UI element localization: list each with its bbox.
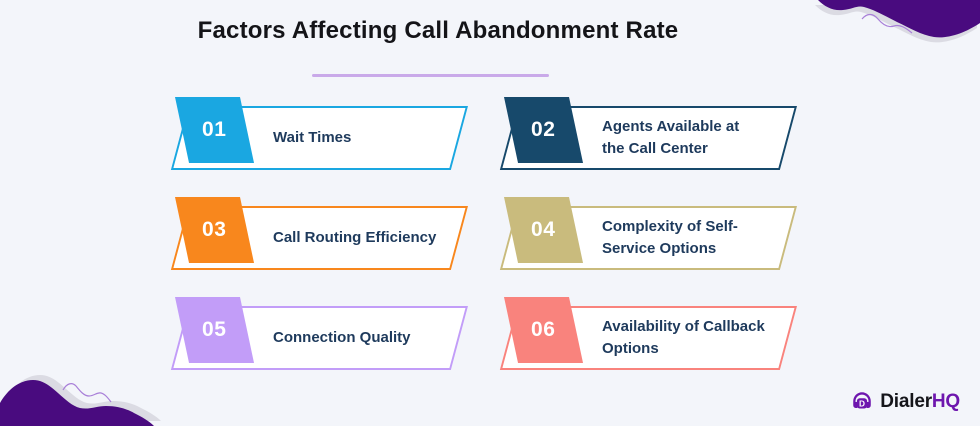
logo-text-hq: HQ [931,391,960,412]
factor-label: Connection Quality [273,329,411,347]
factor-number: 01 [202,118,227,141]
logo-wordmark: DialerHQ [880,391,960,413]
page-title: Factors Affecting Call Abandonment Rate [197,17,679,44]
factor-label: Complexity of Self- Service Options [602,218,738,257]
squiggle-line [62,383,112,403]
factor-number-badge: 02 [504,97,584,163]
decor-wave-bottom-left [0,375,161,426]
factor-number-badge: 05 [175,297,255,363]
logo-text-dialer: Dialer [880,391,932,412]
decor-wave-top-right [815,0,980,43]
svg-text:D: D [859,398,865,408]
factor-number-badge: 01 [175,97,255,163]
factor-item-2: 02 Agents Available at the Call Center [499,97,797,170]
factor-item-6: 06 Availability of Callback Options [499,297,797,370]
factor-number-badge: 03 [175,197,255,263]
dialerhq-logo: D DialerHQ [850,390,960,414]
factor-item-4: 04 Complexity of Self- Service Options [499,197,797,270]
factor-number-badge: 06 [504,297,584,363]
factor-item-1: 01 Wait Times [170,97,468,170]
factor-label: Wait Times [273,129,352,147]
factor-number: 05 [202,318,227,341]
factor-label: Availability of Callback Options [602,318,765,357]
factor-number: 06 [531,318,556,341]
factor-number-badge: 04 [504,197,584,263]
title-underline [312,74,549,77]
header: Factors Affecting Call Abandonment Rate [0,17,980,77]
headset-chat-bubble-icon: D [853,392,872,409]
factor-number: 02 [531,118,556,141]
wave-fill [0,380,154,426]
factor-item-5: 05 Connection Quality [170,297,468,370]
factor-number: 03 [202,218,227,241]
factor-label: Call Routing Efficiency [273,229,437,247]
factor-number: 04 [531,218,556,241]
factor-label: Agents Available at the Call Center [602,118,740,157]
wave-fill [818,0,980,38]
factor-item-3: 03 Call Routing Efficiency [170,197,468,270]
squiggle-line [861,13,913,34]
